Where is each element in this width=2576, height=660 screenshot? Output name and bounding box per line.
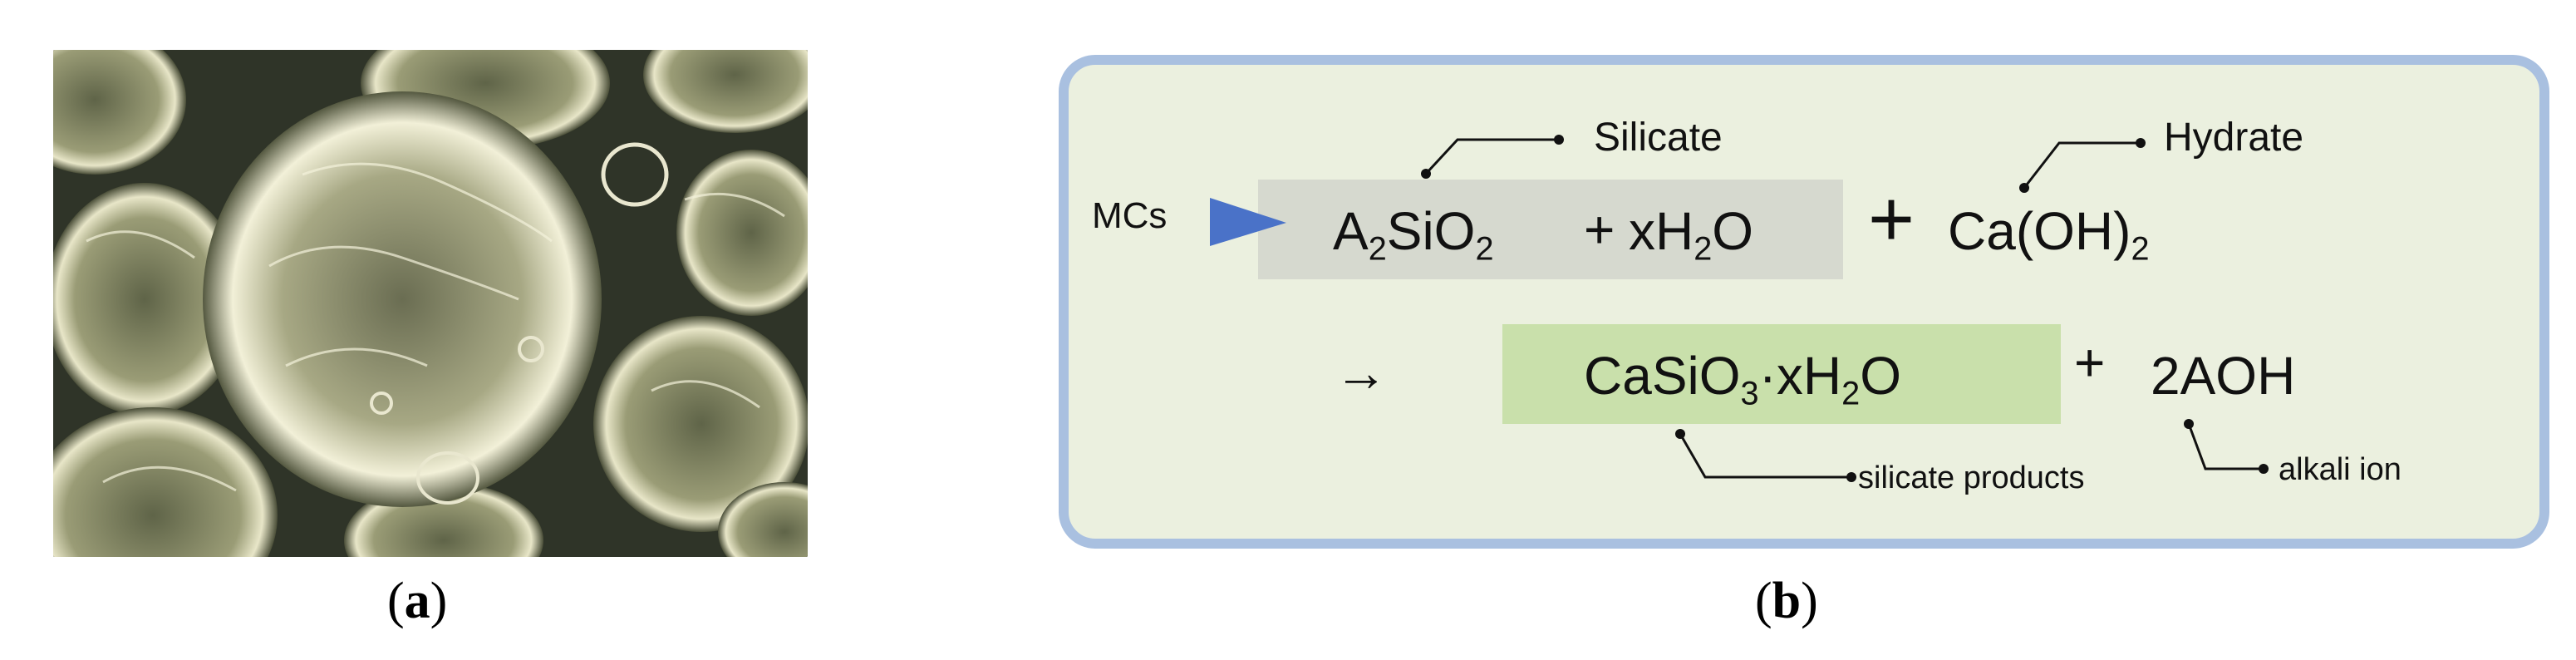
- panel-a-caption: (a): [387, 573, 448, 629]
- alkali-ion-label: alkali ion: [2279, 452, 2401, 487]
- reactant-silicate: A2SiO2: [1333, 201, 1494, 268]
- annotation-lines: [1210, 135, 2269, 482]
- product-highlight: [1502, 324, 2061, 424]
- plus-sign-product: +: [2074, 332, 2106, 392]
- silicate-products-label: silicate products: [1858, 461, 2085, 495]
- microcapsule-micrograph: [53, 50, 808, 557]
- silicate-label: Silicate: [1594, 116, 1723, 160]
- product-alkali-hydroxide: 2AOH: [2151, 346, 2296, 406]
- mcs-arrow-icon: [1210, 198, 1286, 246]
- reaction-scheme-panel: MCs A2SiO2 + xH2O + Ca(OH)2 Silicate Hyd…: [1059, 55, 2549, 549]
- reactant-calcium-hydroxide: Ca(OH)2: [1948, 201, 2150, 268]
- plus-sign-large: +: [1868, 175, 1915, 264]
- panel-b-caption: (b): [1755, 573, 1818, 629]
- reactant-water: xH2O: [1629, 201, 1754, 268]
- reactant-highlight: [1258, 180, 1843, 279]
- mcs-label: MCs: [1092, 195, 1168, 236]
- plus-sign-small: +: [1584, 199, 1615, 259]
- product-calcium-silicate-hydrate: CaSiO3·xH2O: [1584, 346, 1901, 412]
- reaction-arrow: →: [1335, 342, 1388, 402]
- hydrate-label: Hydrate: [2164, 116, 2304, 160]
- micrograph-image: [53, 50, 808, 557]
